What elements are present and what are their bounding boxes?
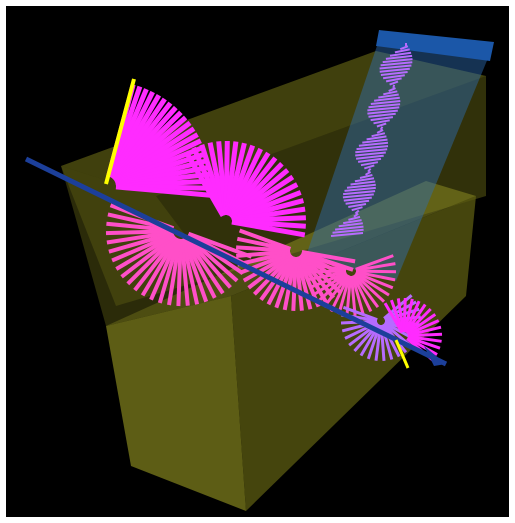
vector-stroke (106, 231, 173, 233)
vector-stroke (306, 271, 346, 272)
vector-stroke (408, 334, 442, 336)
3d-render-canvas[interactable] (6, 6, 509, 517)
helix-dash (393, 85, 394, 88)
scene-svg (6, 6, 509, 517)
vector-stroke (356, 271, 396, 272)
